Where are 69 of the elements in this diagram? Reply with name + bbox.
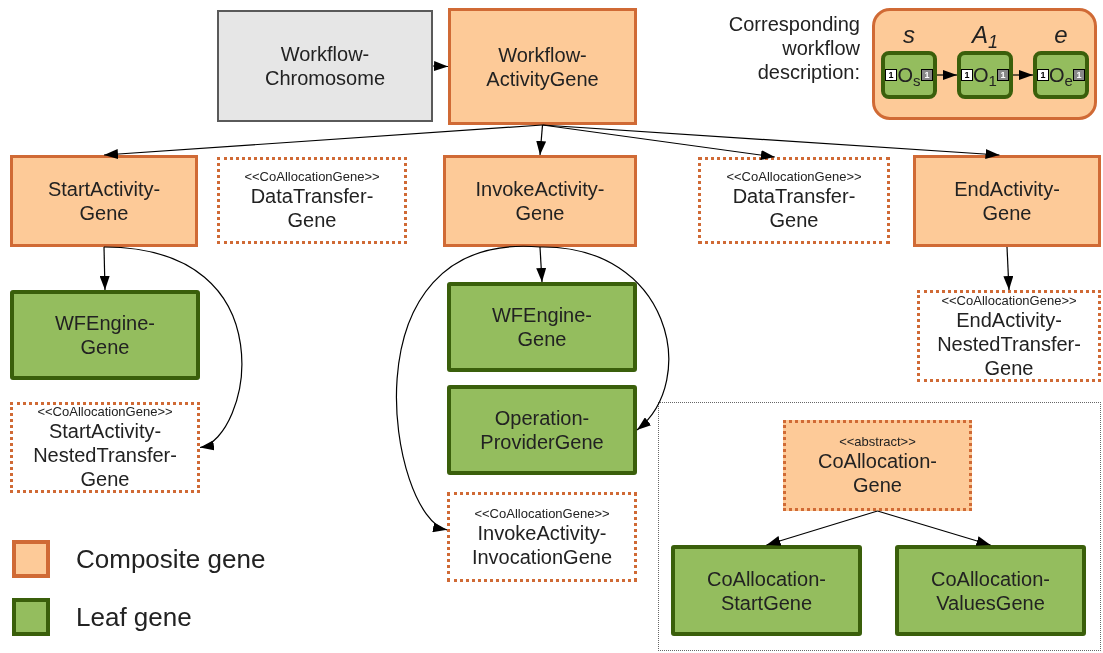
gene-label: StartActivity- NestedTransfer- Gene [32, 419, 178, 491]
gene-label: DataTransfer- Gene [249, 184, 375, 232]
arrow [103, 124, 544, 160]
arrow [876, 510, 992, 546]
arrow [536, 246, 547, 283]
arrow [432, 61, 449, 72]
chromosome-box [217, 10, 433, 122]
abstract-gene-box [783, 420, 972, 511]
port-multiplicity: 1 [1073, 69, 1085, 81]
leaf-gene-box [671, 545, 862, 636]
gene-label: CoAllocation- ValuesGene [930, 566, 1051, 615]
coallocation-gene-box [698, 157, 890, 244]
gene-label: CoAllocation- Gene [817, 449, 938, 497]
stereotype-label: <<CoAllocationGene>> [941, 292, 1077, 308]
arrow [539, 246, 670, 431]
arrow [396, 246, 541, 531]
gene-label: WFEngine- Gene [491, 303, 593, 351]
port-multiplicity: 1 [961, 69, 973, 81]
gene-label: EndActivity- Gene [953, 177, 1061, 225]
activity-heading: A$_{1}$ [970, 21, 999, 49]
gene-label: Workflow- Chromosome [263, 42, 386, 90]
stereotype-label: <<abstract>> [839, 434, 916, 449]
composite-gene-box [10, 155, 198, 247]
port-multiplicity: 1 [921, 69, 933, 81]
activity-heading: e [1053, 21, 1069, 49]
composite-gene-box [443, 155, 637, 247]
gene-label: CoAllocation- StartGene [706, 566, 827, 615]
activity-heading: s [902, 21, 916, 49]
arrow [536, 124, 547, 156]
arrow [541, 124, 1001, 160]
coallocation-region [658, 402, 1101, 651]
gene-label: Operation- ProviderGene [479, 406, 605, 454]
composite-gene-box [448, 8, 637, 125]
port-multiplicity: 1 [997, 69, 1009, 81]
operation-label: O$_{1}$ [973, 63, 997, 87]
coallocation-gene-box [10, 402, 200, 493]
port-multiplicity: 1 [885, 69, 897, 81]
gene-label: Workflow- ActivityGene [485, 42, 600, 91]
stereotype-label: <<CoAllocationGene>> [244, 169, 380, 184]
arrow [936, 70, 958, 80]
arrow [765, 510, 879, 546]
operation-label: O$_{s}$ [897, 63, 921, 87]
coallocation-gene-box [917, 290, 1101, 382]
leaf-gene-box [10, 290, 200, 380]
leaf-gene-box [447, 385, 637, 475]
stereotype-label: <<CoAllocationGene>> [474, 505, 610, 521]
arrow [99, 246, 110, 291]
gene-label: DataTransfer- Gene [731, 184, 857, 232]
coallocation-gene-box [217, 157, 407, 244]
leaf-gene-box [895, 545, 1086, 636]
composite-gene-box [913, 155, 1101, 247]
legend-label: Leaf gene [76, 602, 192, 632]
arrow [103, 246, 243, 449]
legend-label: Composite gene [76, 544, 266, 574]
arrow [1003, 246, 1014, 291]
gene-label: StartActivity- Gene [46, 177, 162, 225]
stereotype-label: <<CoAllocationGene>> [726, 169, 862, 184]
workflow-description-panel [872, 8, 1097, 120]
gene-label: EndActivity- NestedTransfer- Gene [936, 307, 1082, 380]
gene-label: WFEngine- Gene [54, 311, 156, 359]
gene-label: InvokeActivity- Gene [474, 177, 606, 225]
port-multiplicity: 1 [1037, 69, 1049, 81]
leaf-gene-box [447, 282, 637, 372]
description-caption: Corresponding workflow description: [727, 12, 860, 84]
operation-label: O$_{e}$ [1049, 63, 1073, 87]
stereotype-label: <<CoAllocationGene>> [37, 404, 173, 419]
gene-label: InvokeActivity- InvocationGene [470, 520, 614, 569]
coallocation-gene-box [447, 492, 637, 582]
arrow [1012, 70, 1034, 80]
